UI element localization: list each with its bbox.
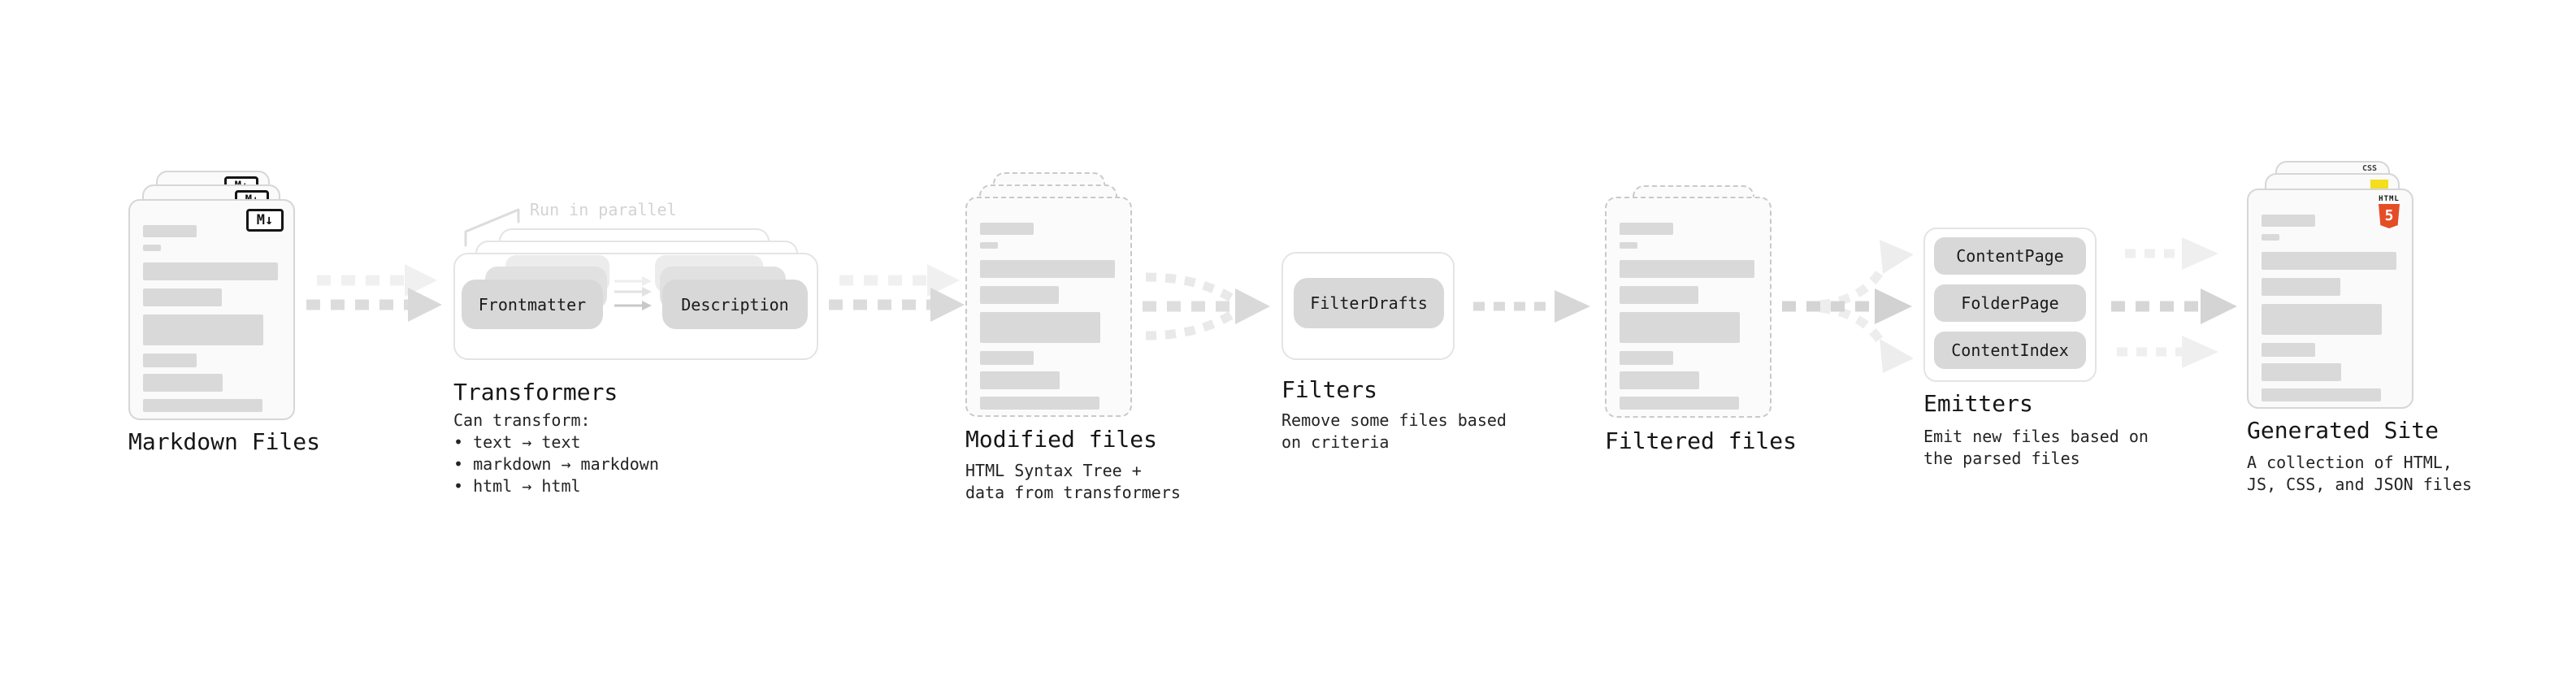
transformers-description: Can transform: • text → text • markdown … bbox=[453, 410, 659, 496]
markdown-icon: M↓ bbox=[246, 209, 284, 232]
frontmatter-chip: Frontmatter bbox=[462, 280, 603, 329]
arrow-filtered-to-emitters bbox=[1782, 240, 1914, 373]
arrow-emitters-to-site bbox=[2111, 237, 2237, 368]
filtered-file-card-front bbox=[1605, 197, 1772, 418]
filtered-files-title: Filtered files bbox=[1605, 427, 1798, 454]
generated-site-title: Generated Site bbox=[2247, 417, 2439, 444]
generated-site-description: A collection of HTML, JS, CSS, and JSON … bbox=[2247, 453, 2472, 494]
markdown-file-card-front: M↓ bbox=[128, 199, 295, 420]
arrow-markdown-to-transformers bbox=[306, 264, 442, 322]
js-badge bbox=[2370, 180, 2388, 189]
filters-title: Filters bbox=[1281, 376, 1378, 403]
description-chip: Description bbox=[662, 280, 808, 329]
parallel-flow-arrows bbox=[614, 276, 652, 310]
filters-description: Remove some files based on criteria bbox=[1281, 410, 1507, 452]
folderpage-chip: FolderPage bbox=[1934, 284, 2086, 322]
modified-files-title: Modified files bbox=[965, 426, 1158, 453]
document-text-placeholder bbox=[143, 202, 280, 412]
contentindex-chip: ContentIndex bbox=[1934, 332, 2086, 369]
contentpage-chip: ContentPage bbox=[1934, 237, 2086, 275]
site-file-card-html: HTML 5 bbox=[2247, 189, 2413, 409]
markdown-files-title: Markdown Files bbox=[128, 428, 321, 455]
filterdrafts-chip: FilterDrafts bbox=[1294, 278, 1444, 328]
arrow-transformers-to-modified bbox=[829, 264, 965, 322]
document-text-placeholder bbox=[1620, 200, 1757, 410]
emitters-title: Emitters bbox=[1923, 390, 2033, 417]
document-text-placeholder bbox=[2262, 192, 2399, 401]
emitters-description: Emit new files based on the parsed files bbox=[1923, 427, 2149, 468]
run-in-parallel-label: Run in parallel bbox=[530, 200, 677, 219]
callout-leader-line bbox=[464, 208, 520, 247]
arrow-filters-to-filtered bbox=[1473, 290, 1590, 323]
modified-file-card-front bbox=[965, 197, 1132, 417]
arrow-modified-to-filters bbox=[1143, 272, 1270, 340]
document-text-placeholder bbox=[980, 200, 1117, 410]
html5-icon: HTML 5 bbox=[2374, 195, 2404, 228]
transformers-title: Transformers bbox=[453, 379, 618, 406]
modified-files-description: HTML Syntax Tree + data from transformer… bbox=[965, 461, 1181, 502]
